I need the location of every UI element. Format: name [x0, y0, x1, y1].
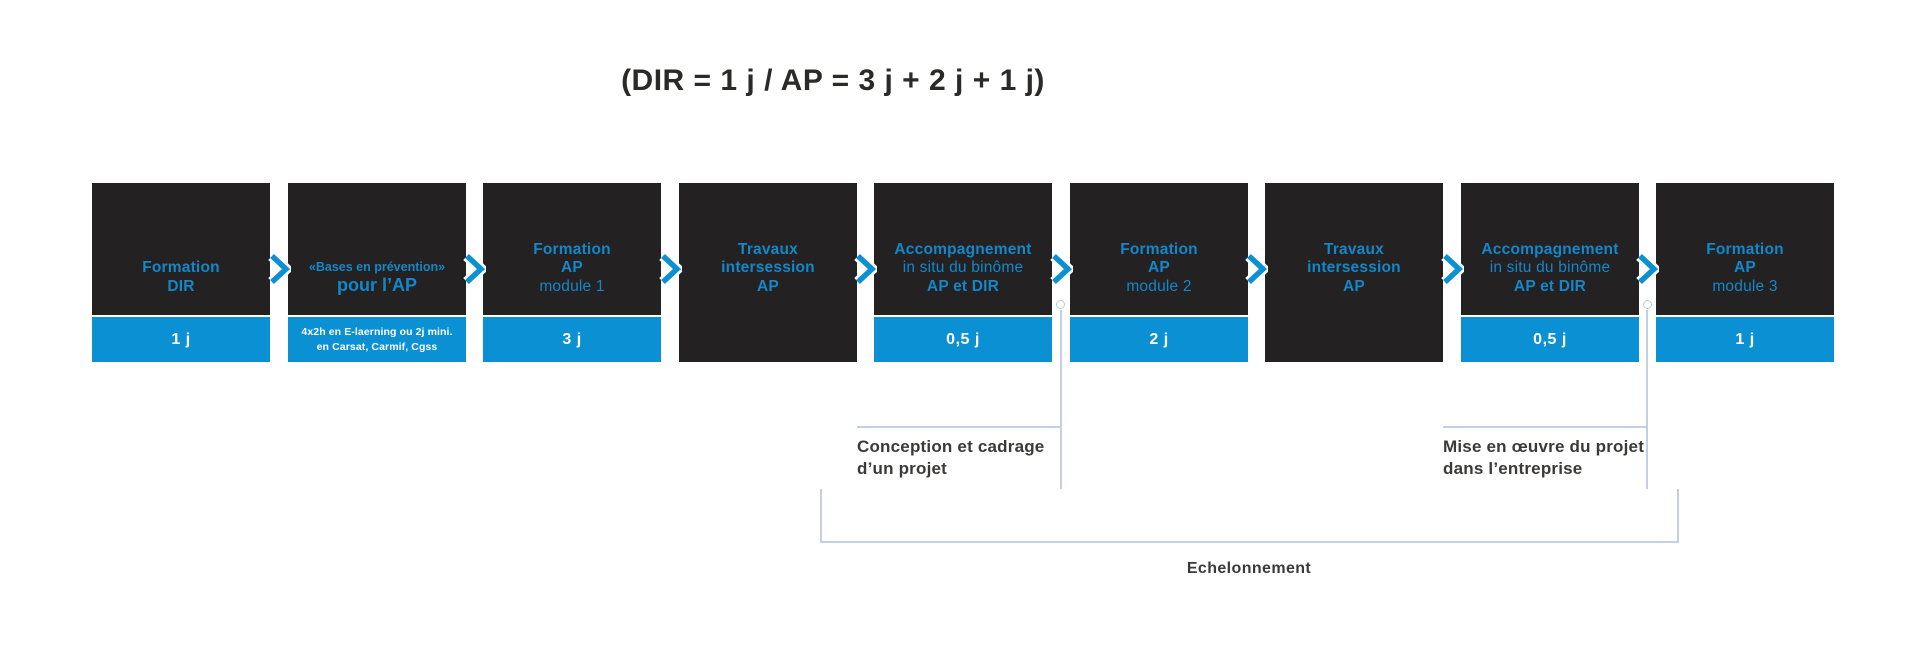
duration-badge: 2 j [1070, 317, 1248, 362]
duration-badge: 3 j [483, 317, 661, 362]
step-line: Formation [142, 259, 220, 277]
step-line: Formation [1120, 241, 1198, 259]
step-box-formation-ap-module2: Formation AP module 2 2 j [1070, 183, 1248, 362]
step-line: module 3 [1712, 277, 1778, 295]
step-line: Accompagnement [1481, 241, 1619, 259]
bracket-label: Echelonnement [1186, 560, 1312, 577]
box-dark-extension [679, 315, 857, 362]
step-box-accompagnement-1: Accompagnement in situ du binôme AP et D… [874, 183, 1052, 362]
duration-detail: en Carsat, Carmif, Cgss [316, 340, 438, 353]
step-line: AP [757, 277, 779, 295]
callout-circle-icon [1056, 300, 1065, 309]
step-label: Accompagnement in situ du binôme AP et D… [1461, 183, 1639, 315]
chevron-right-icon [268, 252, 291, 286]
step-label: Accompagnement in situ du binôme AP et D… [874, 183, 1052, 315]
duration-value: 1 j [1735, 330, 1755, 348]
step-line: AP et DIR [1513, 277, 1587, 295]
annotation-conception: Conception et cadrage d’un projet [857, 436, 1044, 480]
duration-value: 3 j [562, 330, 582, 348]
step-label: Formation DIR [92, 183, 270, 315]
step-line: AP [561, 259, 583, 277]
step-box-travaux-intersession-1: Travaux intersession AP [679, 183, 857, 362]
step-line: Travaux [738, 241, 798, 259]
step-label: Formation AP module 2 [1070, 183, 1248, 315]
step-label: Travaux intersession AP [1265, 183, 1443, 315]
step-line: pour l’AP [337, 275, 417, 296]
step-line: DIR [167, 277, 195, 295]
step-line: Formation [1706, 241, 1784, 259]
box-dark-extension [1265, 315, 1443, 362]
step-box-bases-prevention: «Bases en prévention» pour l’AP 4x2h en … [288, 183, 466, 362]
callout-circle-icon [1643, 300, 1652, 309]
duration-detail: 4x2h en E-laerning ou 2j mini. [301, 326, 453, 339]
duration-badge: 4x2h en E-laerning ou 2j mini. en Carsat… [288, 317, 466, 362]
callout-vertical-line [1646, 310, 1648, 489]
duration-value: 0,5 j [1533, 330, 1567, 348]
step-line: in situ du binôme [902, 259, 1024, 277]
duration-badge: 0,5 j [1461, 317, 1639, 362]
annotation-line: dans l’entreprise [1443, 459, 1583, 479]
annotation-line: d’un projet [857, 459, 948, 479]
step-box-travaux-intersession-2: Travaux intersession AP [1265, 183, 1443, 362]
step-line: AP [1343, 277, 1365, 295]
chevron-right-icon [854, 252, 877, 286]
step-label: Travaux intersession AP [679, 183, 857, 315]
callout-vertical-line [1060, 310, 1062, 489]
step-line: Travaux [1324, 241, 1384, 259]
annotation-line: Conception et cadrage [857, 437, 1045, 456]
duration-value: 1 j [171, 330, 191, 348]
step-line: AP [1148, 259, 1170, 277]
echelonnement-bracket [820, 489, 1679, 543]
step-line: Accompagnement [894, 241, 1032, 259]
step-label: Formation AP module 1 [483, 183, 661, 315]
duration-badge: 1 j [92, 317, 270, 362]
annotation-line: Mise en œuvre du projet [1443, 437, 1645, 456]
step-line: «Bases en prévention» [308, 260, 446, 275]
step-line: module 2 [1126, 277, 1192, 295]
chevron-right-icon [1636, 252, 1659, 286]
duration-value: 2 j [1149, 330, 1169, 348]
duration-badge: 0,5 j [874, 317, 1052, 362]
step-line: intersession [721, 259, 815, 277]
step-line: intersession [1307, 259, 1401, 277]
chevron-right-icon [1050, 252, 1073, 286]
annotation-overline [1443, 426, 1647, 428]
step-label: «Bases en prévention» pour l’AP [288, 183, 466, 315]
step-label: Formation AP module 3 [1656, 183, 1834, 315]
step-line: AP [1734, 259, 1756, 277]
duration-badge: 1 j [1656, 317, 1834, 362]
annotation-mise-en-oeuvre: Mise en œuvre du projet dans l’entrepris… [1443, 436, 1644, 480]
step-line: AP et DIR [926, 277, 1000, 295]
step-box-accompagnement-2: Accompagnement in situ du binôme AP et D… [1461, 183, 1639, 362]
step-box-formation-ap-module3: Formation AP module 3 1 j [1656, 183, 1834, 362]
step-line: Formation [533, 241, 611, 259]
duration-value: 0,5 j [946, 330, 980, 348]
step-line: module 1 [539, 277, 605, 295]
chevron-right-icon [1245, 252, 1268, 286]
chevron-right-icon [659, 252, 682, 286]
step-line: in situ du binôme [1489, 259, 1611, 277]
annotation-overline [857, 426, 1061, 428]
chevron-right-icon [1441, 252, 1464, 286]
step-box-formation-ap-module1: Formation AP module 1 3 j [483, 183, 661, 362]
step-box-formation-dir: Formation DIR 1 j [92, 183, 270, 362]
diagram-title: (DIR = 1 j / AP = 3 j + 2 j + 1 j) [621, 64, 1045, 97]
chevron-right-icon [463, 252, 486, 286]
